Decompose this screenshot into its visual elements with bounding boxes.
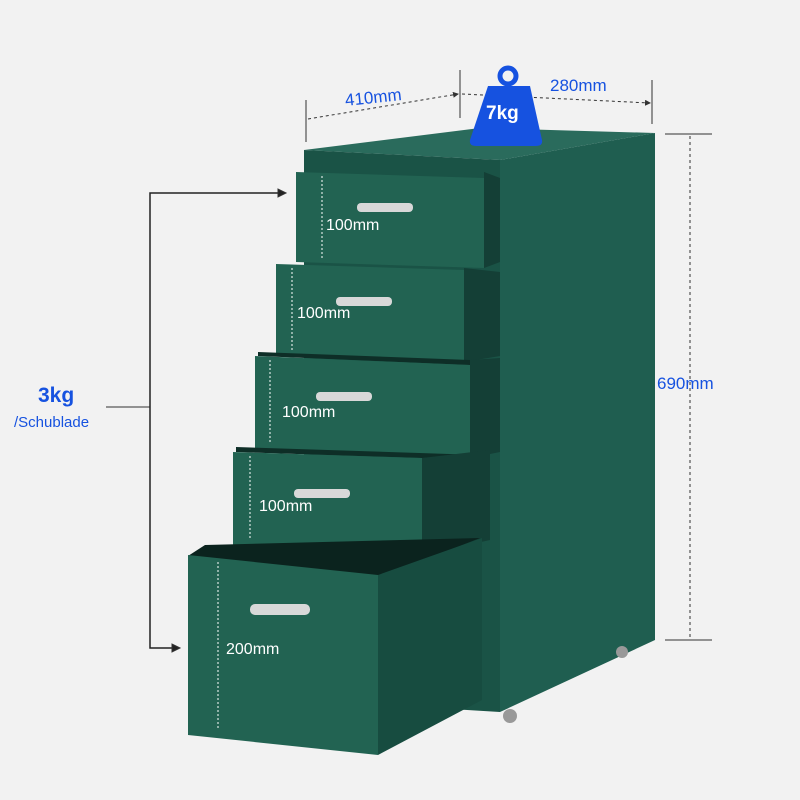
height-label: 690mm: [657, 374, 714, 393]
drawer-1-height: 100mm: [326, 217, 380, 234]
drawer-handle: [316, 392, 372, 401]
depth-label: 280mm: [550, 76, 607, 95]
wheel-icon: [616, 646, 628, 658]
drawer-5: [188, 538, 482, 755]
wheel-icon: [503, 709, 517, 723]
drawer-handle: [357, 203, 413, 212]
drawer-handle: [336, 297, 392, 306]
drawer-4-height: 100mm: [259, 498, 313, 515]
drawer-2-height: 100mm: [297, 305, 351, 322]
drawer-4: [233, 447, 490, 555]
load-value: 3kg: [38, 384, 75, 407]
drawer-1: [296, 172, 500, 268]
drawer-handle: [250, 604, 310, 615]
drawer-3: [255, 352, 500, 458]
drawer-5-height: 200mm: [226, 641, 280, 658]
weight-icon: [469, 65, 543, 146]
weight-label: 7kg: [486, 103, 519, 124]
drawer-handle: [294, 489, 350, 498]
drawer-3-height: 100mm: [282, 404, 336, 421]
drawer-2: [276, 264, 500, 362]
load-unit: /Schublade: [14, 414, 90, 431]
